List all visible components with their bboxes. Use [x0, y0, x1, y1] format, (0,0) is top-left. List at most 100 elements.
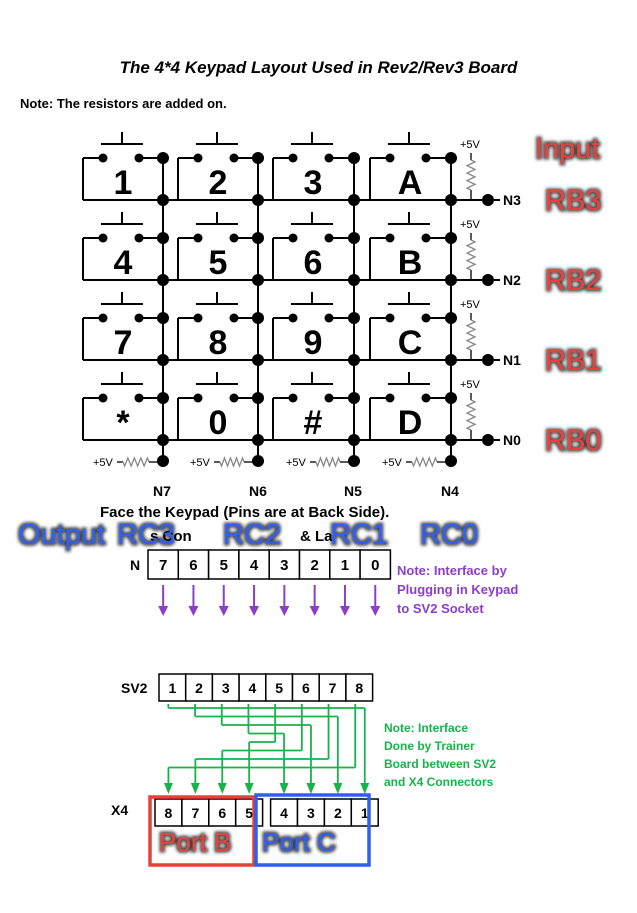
switch-contact	[134, 393, 144, 403]
column-node-label: N6	[249, 483, 267, 499]
interface-arrow-head	[163, 783, 173, 794]
key-switch-*	[82, 372, 169, 446]
switch-contact	[134, 153, 144, 163]
switch-contact	[229, 233, 239, 243]
x4-pin-label: 6	[218, 805, 226, 821]
connector-pin-label: 4	[250, 557, 259, 574]
x4-pin-label: 5	[245, 805, 253, 821]
interface-arrow-head	[360, 783, 370, 794]
column-junction-dot	[157, 152, 169, 164]
key-label-1: 1	[114, 164, 133, 202]
output-arrow-head	[370, 606, 381, 616]
key-switch-7	[82, 292, 169, 366]
column-port-label: RC1	[330, 519, 388, 551]
row-node-label: N1	[503, 352, 521, 368]
column-port-label: RC3	[117, 519, 175, 551]
sv2-pin-label: 8	[355, 680, 363, 696]
key-switch-D	[369, 372, 457, 446]
supply-label: +5V	[460, 379, 481, 391]
key-label-B: B	[398, 244, 423, 282]
switch-contact	[288, 233, 298, 243]
sv2-pin-cell	[238, 673, 267, 702]
connector-pin-label: 3	[280, 557, 288, 574]
output-arrow-head	[158, 606, 169, 616]
column-node-dot	[445, 455, 457, 467]
switch-contact	[324, 153, 334, 163]
resistor-zigzag	[315, 456, 341, 468]
connector-pin-label: 6	[189, 557, 197, 574]
row-junction-dot	[252, 434, 264, 446]
connector-pin-label: 5	[220, 557, 228, 574]
column-port-label: RC2	[223, 519, 281, 551]
column-junction-dot	[348, 152, 360, 164]
port-b-label: Port B	[159, 827, 231, 857]
output-arrow-head	[249, 606, 260, 616]
row-node-label: N0	[503, 432, 521, 448]
row-junction-dot	[348, 434, 360, 446]
switch-contact	[98, 233, 108, 243]
interface-arrow-head	[333, 783, 343, 794]
row-junction-dot	[157, 194, 169, 206]
switch-contact	[229, 393, 239, 403]
column-node-label: N4	[441, 483, 459, 499]
key-label-#: #	[304, 404, 323, 442]
x4-pin-label: 2	[334, 805, 342, 821]
x4-pin-cell	[269, 798, 299, 827]
connector-pin-cell	[268, 549, 301, 580]
supply-label: +5V	[460, 139, 481, 151]
switch-contact	[421, 313, 431, 323]
column-junction-dot	[157, 312, 169, 324]
row-junction-dot	[157, 434, 169, 446]
switch-contact	[324, 233, 334, 243]
column-junction-dot	[157, 232, 169, 244]
key-switch-2	[177, 132, 264, 206]
trainer-note-line: Board between SV2	[384, 757, 496, 771]
key-label-7: 7	[114, 324, 133, 362]
key-switch-8	[177, 292, 264, 366]
key-switch-5	[177, 212, 264, 286]
supply-label: +5V	[93, 457, 114, 469]
switch-contact	[324, 313, 334, 323]
row-junction-dot	[157, 354, 169, 366]
column-junction-dot	[348, 392, 360, 404]
supply-label: +5V	[382, 457, 403, 469]
sv2-pin-cell	[318, 673, 347, 702]
keypad-matrix	[82, 132, 500, 467]
key-label-6: 6	[304, 244, 323, 282]
x4-pin-label: 7	[191, 805, 199, 821]
resistor-zigzag	[411, 456, 438, 468]
switch-contact	[193, 313, 203, 323]
x4-pin-cell	[208, 798, 237, 827]
row-junction-dot	[348, 274, 360, 286]
input-label: Input	[535, 133, 600, 165]
key-label-9: 9	[304, 324, 323, 362]
face-keypad-note: Face the Keypad (Pins are at Back Side).	[100, 504, 389, 521]
switch-contact	[193, 233, 203, 243]
interface-wires	[163, 704, 370, 794]
supply-label: +5V	[460, 299, 481, 311]
key-switch-B	[369, 212, 457, 286]
key-label-0: 0	[209, 404, 228, 442]
x4-pin-label: 3	[307, 805, 315, 821]
key-label-8: 8	[209, 324, 228, 362]
row-port-label: RB2	[545, 265, 601, 297]
column-junction-dot	[252, 312, 264, 324]
column-junction-dot	[157, 392, 169, 404]
output-label: Output	[18, 519, 105, 551]
key-switch-4	[82, 212, 169, 286]
port-c-box	[254, 793, 371, 867]
column-junction-dot	[252, 232, 264, 244]
resistor-zigzag	[465, 399, 477, 431]
column-junction-dot	[445, 152, 457, 164]
supply-label: +5V	[460, 219, 481, 231]
resistor-zigzag	[219, 456, 245, 468]
resistor-zigzag	[465, 239, 477, 271]
column-node-dot	[252, 455, 264, 467]
x4-pin-label: 8	[165, 805, 173, 821]
x4-pin-cell	[323, 798, 353, 827]
supply-label: +5V	[286, 457, 307, 469]
row-junction-dot	[252, 354, 264, 366]
